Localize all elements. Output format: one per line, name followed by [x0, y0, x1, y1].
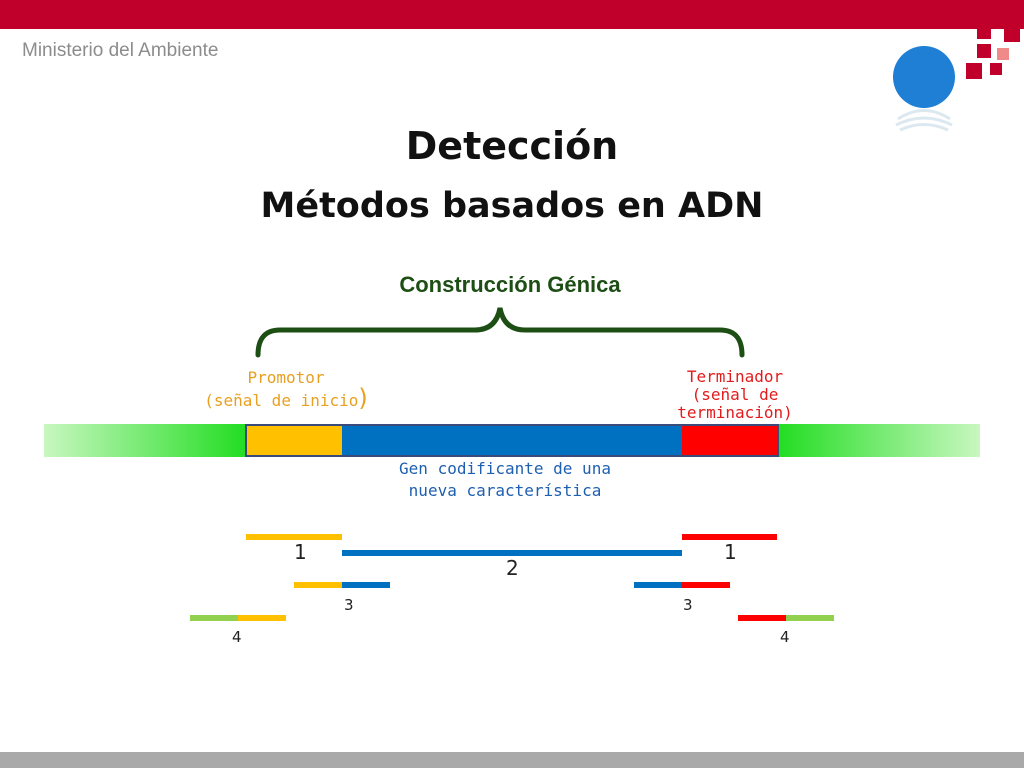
primer-label-4-right: 4: [780, 628, 790, 646]
primer-label-4-left: 4: [232, 628, 242, 646]
logo-reflection: [897, 109, 951, 121]
flanking-dna-right: [777, 424, 980, 457]
primer-label-1-left: 1: [294, 540, 307, 564]
primer-label-3-right: 3: [683, 596, 693, 614]
terminator-subtitle-2: terminación): [677, 403, 793, 422]
terminator-label: Terminador (señal de terminación): [660, 368, 810, 422]
ministry-name: Ministerio del Ambiente: [22, 40, 219, 61]
primer-label-3-left: 3: [344, 596, 354, 614]
logo-square: [1004, 26, 1020, 42]
construct-outline: [245, 424, 779, 457]
promoter-label: Promotor (señal de inicio): [196, 368, 376, 411]
coding-gene-line-2: nueva característica: [408, 481, 602, 500]
logo-square: [977, 25, 991, 39]
logo-circle: [893, 46, 955, 108]
primer-label-1-right: 1: [724, 540, 737, 564]
slide-subtitle: Métodos basados en ADN: [260, 186, 764, 226]
terminator-block: [682, 425, 777, 456]
ministry-logo: [893, 25, 1020, 132]
primer-sets: [190, 534, 834, 621]
promoter-block: [247, 425, 342, 456]
logo-reflection: [899, 123, 949, 132]
bottom-gray-bar: [0, 752, 1024, 768]
primer-label-2: 2: [506, 556, 519, 580]
top-red-bar: [0, 0, 1024, 29]
construct-label: Construcción Génica: [399, 272, 621, 297]
slide-title: Detección: [405, 124, 619, 168]
curly-brace: [255, 307, 745, 358]
dna-construct-strip: [44, 424, 980, 457]
logo-square: [990, 63, 1002, 75]
logo-square: [997, 48, 1009, 60]
coding-gene-line-1: Gen codificante de una: [399, 459, 611, 478]
terminator-title: Terminador: [686, 367, 784, 386]
promoter-title: Promotor: [247, 368, 325, 387]
promoter-subtitle: (señal de inicio): [204, 384, 368, 412]
terminator-subtitle-1: (señal de: [691, 385, 779, 404]
logo-reflection: [895, 116, 953, 127]
logo-square: [966, 63, 982, 79]
flanking-dna-left: [44, 424, 247, 457]
coding-gene-label: Gen codificante de una nueva característ…: [370, 458, 640, 502]
coding-gene-block: [342, 425, 682, 456]
logo-square: [977, 44, 991, 58]
